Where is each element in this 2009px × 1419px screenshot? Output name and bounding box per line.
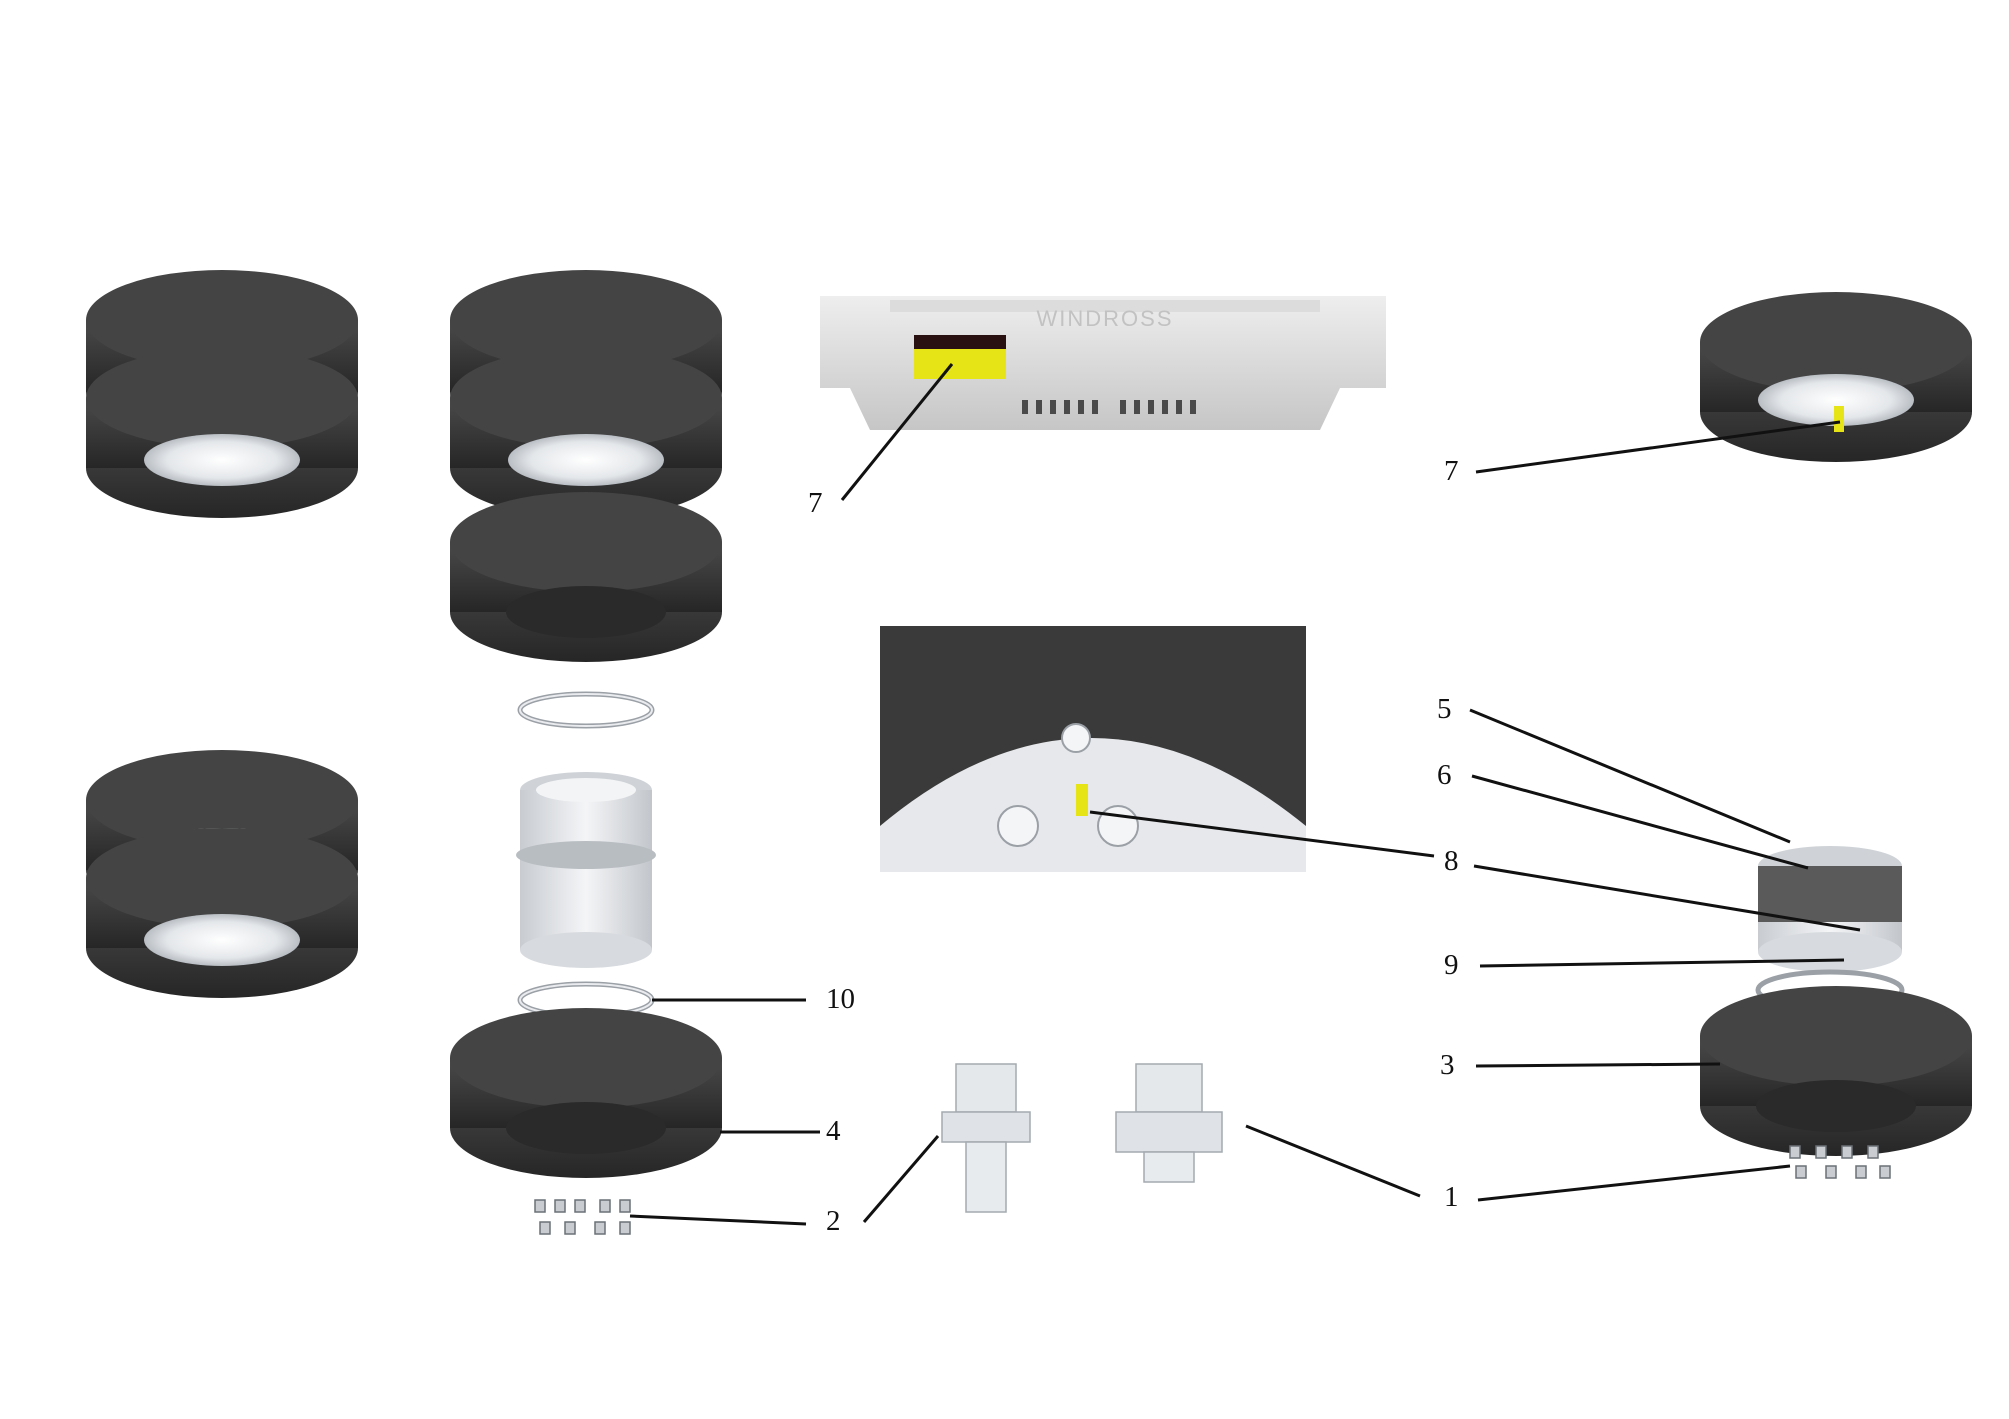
tire-exploded-upper	[450, 492, 722, 662]
callout-9: 9	[1444, 949, 1459, 981]
callout-1: 1	[1444, 1181, 1459, 1213]
callout-2: 2	[826, 1205, 841, 1237]
yellow-tag	[1834, 406, 1844, 432]
callout-10: 10	[826, 983, 855, 1015]
leader-2	[629, 1214, 807, 1226]
tire-exploded-lower	[450, 1008, 722, 1178]
leader-8b	[1473, 864, 1861, 932]
bumper-detail: WINDROSS	[820, 296, 1386, 430]
callout-3: 3	[1440, 1049, 1455, 1081]
rim-right	[1758, 846, 1902, 972]
leader-1-right	[1477, 1164, 1791, 1202]
callout-5: 5	[1437, 693, 1452, 725]
leader-8	[1089, 810, 1435, 858]
leader-7b	[1475, 420, 1841, 474]
grille-slots	[1022, 400, 1196, 414]
leader-3	[1475, 1062, 1721, 1068]
callout-4: 4	[826, 1115, 841, 1147]
leader-5	[1469, 708, 1791, 844]
callout-labels: 7 7 5 6 8 9 3 1 2 4 10	[808, 455, 1459, 1237]
yellow-tag	[1076, 784, 1088, 816]
tire-stack-lower-left	[86, 750, 358, 998]
tire-stack-top-left	[86, 270, 358, 518]
callout-6: 6	[1437, 759, 1452, 791]
leader-7a	[840, 363, 954, 501]
wheel-nuts-small-left	[534, 1199, 631, 1235]
tire-stack-top-middle	[450, 270, 722, 518]
rim-exploded	[516, 772, 656, 968]
brand-emboss: WINDROSS	[1037, 306, 1174, 331]
leader-2-bolt	[862, 1135, 940, 1223]
leader-1	[1245, 1124, 1421, 1198]
leader-lines	[629, 363, 1861, 1226]
wheel-nut	[1115, 1063, 1223, 1183]
tire-lower	[450, 348, 722, 518]
tire-lower	[86, 828, 358, 998]
callout-8: 8	[1444, 845, 1459, 877]
wheel-closeup	[880, 626, 1306, 872]
callout-7b: 7	[1444, 455, 1459, 487]
tire-lower	[86, 348, 358, 518]
callout-7a: 7	[808, 487, 823, 519]
tire-right-lower	[1700, 986, 1972, 1156]
wheel-bolt	[941, 1063, 1031, 1213]
leader-6	[1471, 774, 1809, 870]
leader-9	[1479, 958, 1845, 968]
wheel-nuts-small-right	[1789, 1145, 1891, 1179]
tire-top-right	[1700, 292, 1972, 462]
lock-ring-upper	[517, 691, 655, 729]
